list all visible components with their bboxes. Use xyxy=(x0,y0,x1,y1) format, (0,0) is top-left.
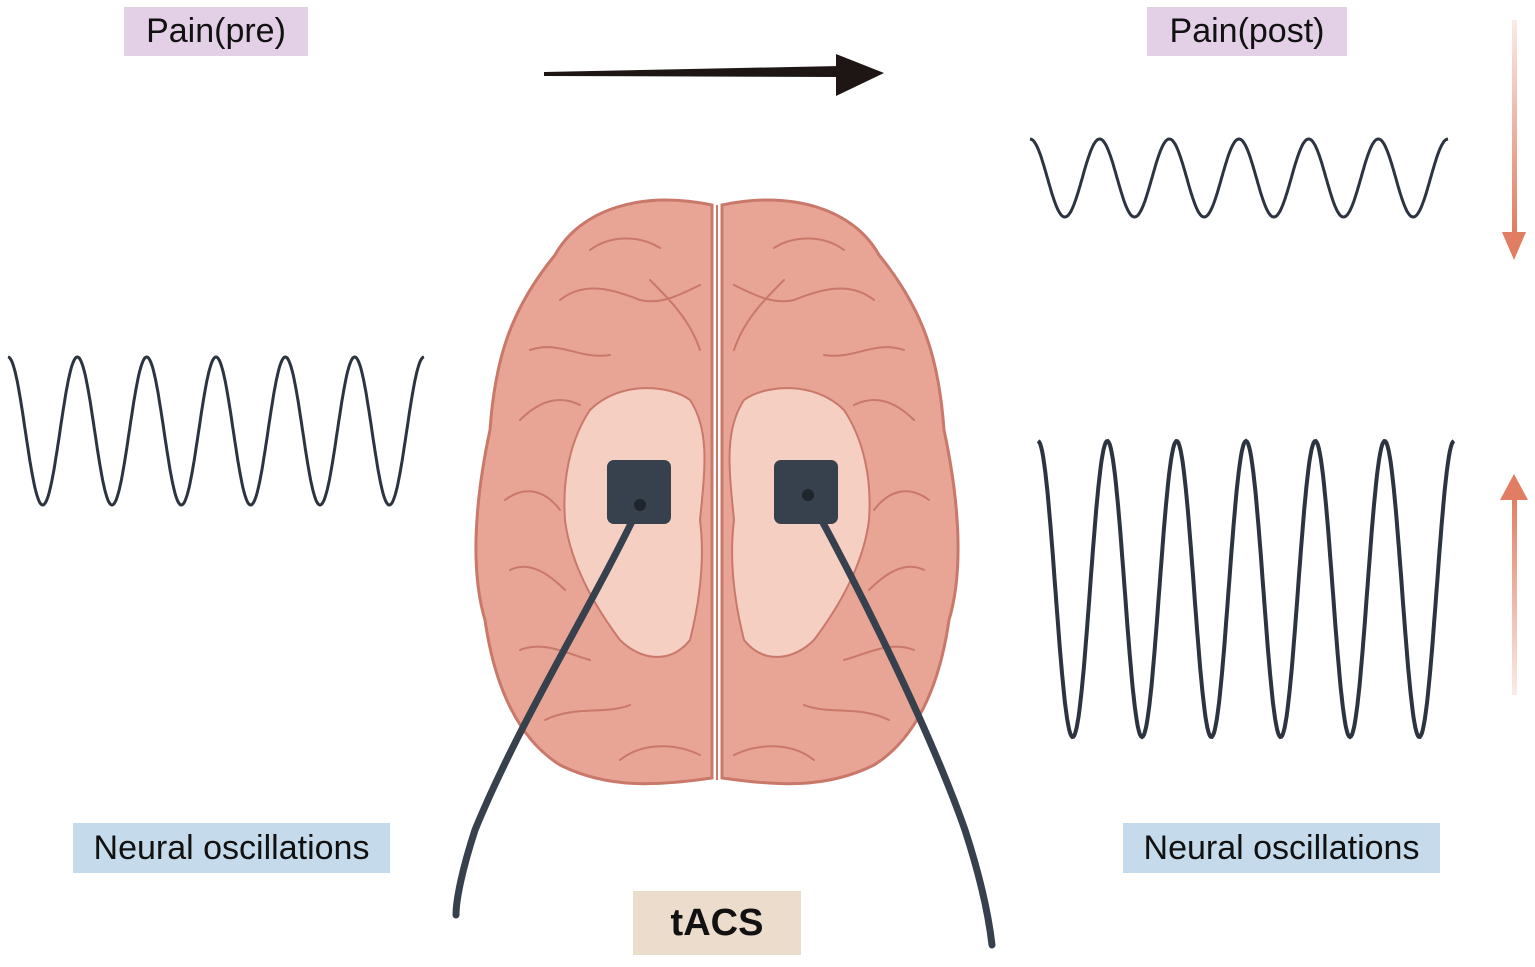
neural-left-label-bg xyxy=(73,823,390,873)
tacs-label: tACS xyxy=(670,901,764,944)
neural-oscillations-left-label: Neural oscillations xyxy=(93,828,370,867)
neural-oscillations-right-label: Neural oscillations xyxy=(1143,828,1420,867)
brain-top-view-icon xyxy=(474,198,960,786)
pain-post-label-bg xyxy=(1147,7,1347,56)
pain-pre-label: Pain(pre) xyxy=(146,12,286,50)
pain-post-label: Pain(post) xyxy=(1169,12,1325,50)
post-neural-wave xyxy=(1036,438,1456,740)
arrow-down-icon xyxy=(1502,20,1526,260)
tacs-label-bg xyxy=(633,891,801,955)
arrow-up-icon xyxy=(1500,474,1528,695)
left-electrode-pad xyxy=(607,460,671,524)
pain-pre-label-bg xyxy=(124,7,308,56)
pre-wave xyxy=(7,355,425,507)
right-electrode-wire xyxy=(804,491,996,949)
post-pain-wave xyxy=(1029,137,1449,219)
arrow-right-icon xyxy=(544,54,884,96)
neural-right-label-bg xyxy=(1123,823,1440,873)
left-electrode-wire xyxy=(452,501,644,919)
